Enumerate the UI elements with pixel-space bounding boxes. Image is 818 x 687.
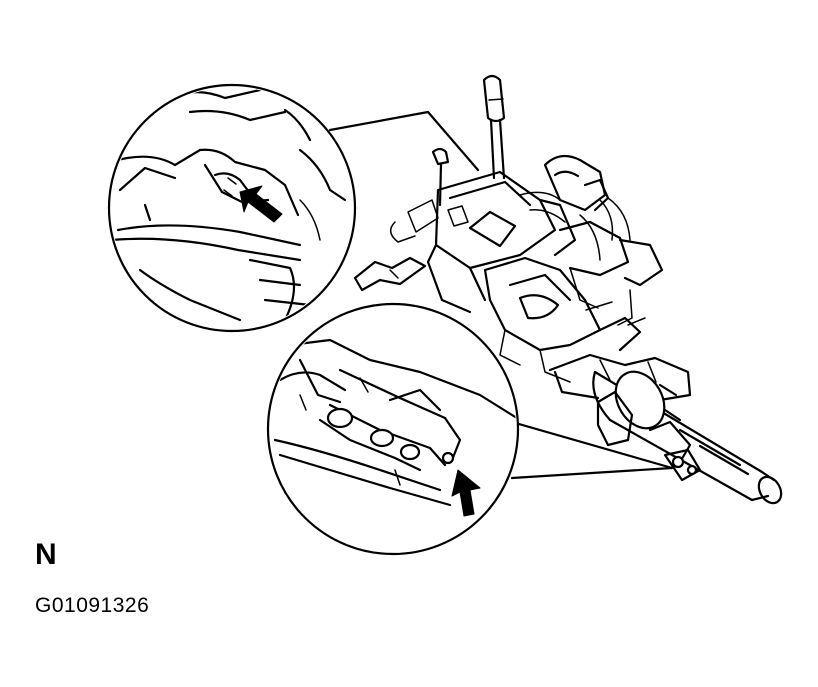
column-barrel — [483, 256, 642, 383]
lower-leader-line — [503, 418, 674, 480]
lower-detail-circle — [266, 302, 520, 556]
pointer-arrow-icon — [239, 185, 283, 223]
linkage-bracket — [353, 256, 427, 292]
tilt-bracket — [548, 317, 692, 402]
north-letter-icon: N — [35, 538, 57, 571]
figure-code-label: G01091326 — [35, 594, 150, 617]
lower-detail-contents — [273, 338, 516, 507]
upper-detail-view — [107, 83, 480, 333]
lower-detail-view — [266, 302, 674, 556]
upper-leader-line — [328, 110, 480, 172]
steering-column-assembly — [353, 74, 783, 505]
column-housing — [389, 170, 557, 314]
pointer-arrow-icon — [451, 469, 481, 517]
upper-detail-circle — [107, 83, 357, 333]
small-pin — [431, 147, 450, 207]
switch-housing — [519, 154, 664, 326]
lever-stalk — [482, 74, 506, 180]
steering-shaft — [592, 370, 783, 505]
lower-end-fitting — [596, 390, 702, 482]
